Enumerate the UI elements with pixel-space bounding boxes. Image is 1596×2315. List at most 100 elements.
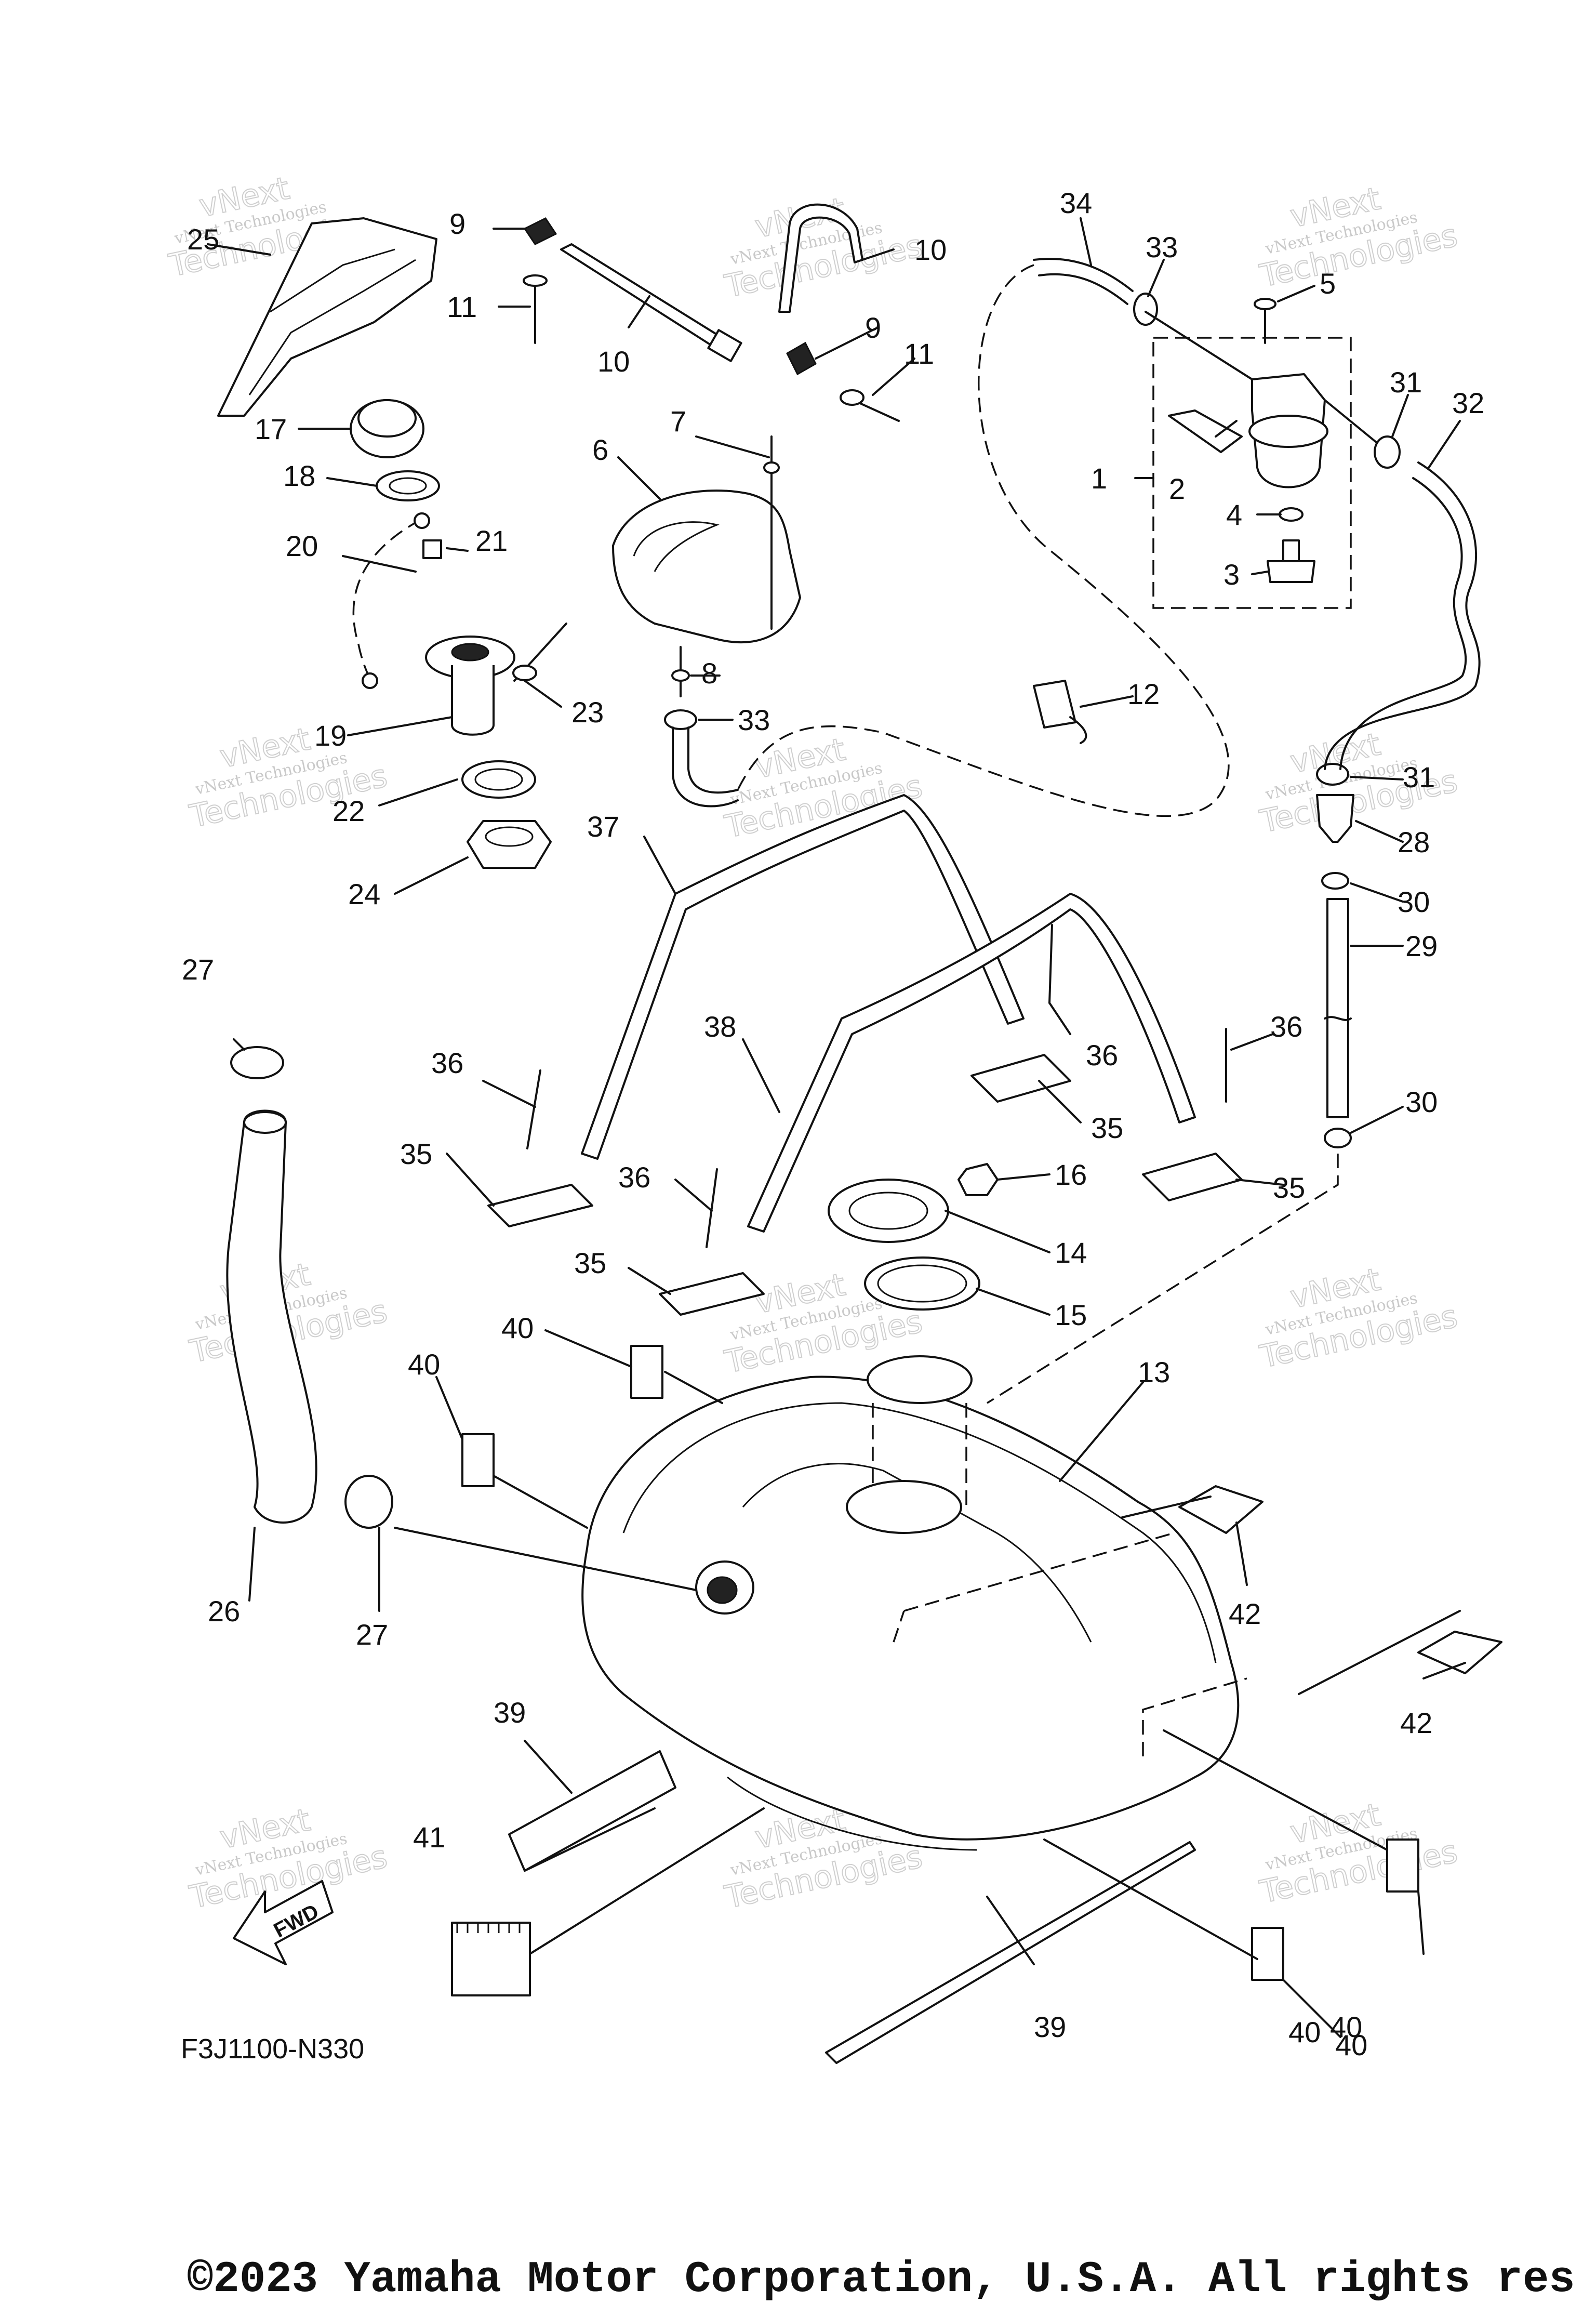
callout-13: 13 — [1138, 1356, 1170, 1388]
callout-11b: 11 — [904, 337, 934, 370]
part-22-washer-hole — [474, 768, 523, 791]
part-19-filler-neck — [451, 665, 495, 736]
part-pump-body — [872, 1403, 967, 1507]
callout-8: 8 — [701, 657, 717, 690]
figure-code: F3J1100-N330 — [181, 2033, 365, 2065]
part-35-base — [1142, 1153, 1243, 1201]
callout-36b: 36 — [618, 1161, 650, 1194]
part-1-assembly-box — [1152, 337, 1352, 609]
part-38-strap — [747, 893, 1196, 1233]
part-32-hose — [1339, 477, 1467, 770]
part-40-pad — [1251, 1927, 1284, 1981]
part-8-fastener-head — [671, 669, 690, 682]
part-pump-top — [867, 1355, 973, 1404]
callout-37: 37 — [587, 810, 619, 843]
callout-14: 14 — [1055, 1236, 1087, 1269]
callout-29: 29 — [1405, 930, 1438, 962]
part-35-base — [487, 1184, 593, 1227]
callout-9b: 9 — [865, 311, 881, 344]
part-35-base — [970, 1054, 1071, 1103]
callout-31a: 31 — [1390, 366, 1422, 399]
part-39-foam — [508, 1750, 676, 1872]
callout-24: 24 — [348, 878, 380, 910]
part-37-strap — [581, 794, 1025, 1160]
part-40-pad — [1386, 1838, 1419, 1893]
part-leader — [987, 1154, 1339, 1404]
callout-1: 1 — [1091, 462, 1107, 495]
part-18-gasket — [376, 470, 440, 501]
part-3-drain — [1267, 560, 1315, 583]
callout-38: 38 — [704, 1010, 736, 1043]
part-31-clamp — [1374, 435, 1401, 469]
callout-10a: 10 — [914, 233, 947, 266]
callout-4: 4 — [1226, 498, 1242, 531]
part-28-valve — [1316, 794, 1354, 843]
callout-31b: 31 — [1403, 761, 1435, 793]
watermark: vNext vNext Technologies Technologies — [1256, 1261, 1461, 1376]
callout-12: 12 — [1127, 678, 1160, 710]
part-22-washer — [461, 760, 536, 799]
callout-15: 15 — [1055, 1299, 1087, 1331]
part-30-clamp — [1324, 1128, 1352, 1148]
part-33-clamp — [664, 709, 697, 730]
callout-6: 6 — [592, 433, 608, 466]
fwd-arrow-icon — [233, 1880, 334, 1965]
part-pump-hole — [846, 1480, 962, 1534]
callout-27a: 27 — [182, 953, 214, 986]
watermark: vNext vNext Technologies Technologies — [186, 1801, 391, 1916]
part-16-nut — [957, 1163, 999, 1196]
part-36-rivet — [706, 1168, 718, 1248]
callout-17: 17 — [255, 413, 287, 445]
part-26-hose-end — [243, 1111, 287, 1134]
callout-7: 7 — [670, 405, 686, 438]
part-20-chain — [352, 519, 421, 686]
callout-42a: 42 — [1229, 1597, 1261, 1630]
part-27-clamp — [230, 1046, 284, 1079]
part-13-tank-bottom — [727, 1776, 977, 1851]
callout-39b: 39 — [1034, 2010, 1066, 2043]
part-42-pad — [1417, 1631, 1502, 1674]
part-14-ring — [828, 1179, 949, 1243]
part-4-o-ring — [1279, 507, 1304, 522]
callout-20: 20 — [286, 530, 318, 562]
part-25-detail — [248, 248, 416, 395]
part-24-nut-bore — [485, 826, 534, 847]
part-39-foam — [825, 1841, 1196, 2064]
part-10-cable-tie — [560, 243, 723, 347]
callout-18: 18 — [283, 459, 315, 492]
part-2-bracket — [1168, 409, 1243, 453]
part-15-gasket-hole — [877, 1264, 967, 1303]
part-18-gasket-hole — [389, 477, 427, 495]
part-filter-bowl — [1248, 415, 1328, 448]
callout-16: 16 — [1055, 1158, 1087, 1191]
callout-35d: 35 — [1273, 1171, 1305, 1204]
part-42-pad — [1178, 1485, 1264, 1534]
callout-41: 41 — [413, 1821, 445, 1854]
callout-2: 2 — [1169, 472, 1185, 505]
callout-40b: 40 — [408, 1348, 440, 1381]
callout-35c: 35 — [1091, 1112, 1123, 1144]
part-11-rivet-head — [523, 274, 548, 287]
callout-23: 23 — [571, 696, 604, 729]
part-5-screw-head — [1254, 298, 1276, 310]
watermark: vNext vNext Technologies Technologies — [721, 190, 926, 306]
leader-lines — [207, 217, 1466, 2038]
callout-30a: 30 — [1398, 885, 1430, 918]
watermark: vNext vNext Technologies Technologies — [1256, 180, 1461, 295]
part-34-hose-end — [1033, 258, 1134, 292]
callout-5: 5 — [1320, 267, 1336, 300]
part-20-chain-ring — [414, 512, 430, 529]
part-13-tank-dash — [893, 1532, 1247, 1756]
part-13-fuel-tank — [581, 1375, 1240, 1841]
parts: FWD — [207, 203, 1502, 2064]
callout-36a: 36 — [431, 1047, 463, 1079]
part-12-clip-tab — [1069, 716, 1087, 744]
part-9-clip — [786, 341, 817, 376]
part-33-clamp — [1133, 293, 1158, 326]
part-filter-fitting — [1145, 311, 1383, 448]
part-15-gasket — [864, 1256, 980, 1311]
callout-39a: 39 — [494, 1696, 526, 1729]
part-41-pad — [451, 1922, 531, 1996]
callout-28: 28 — [1398, 826, 1430, 858]
